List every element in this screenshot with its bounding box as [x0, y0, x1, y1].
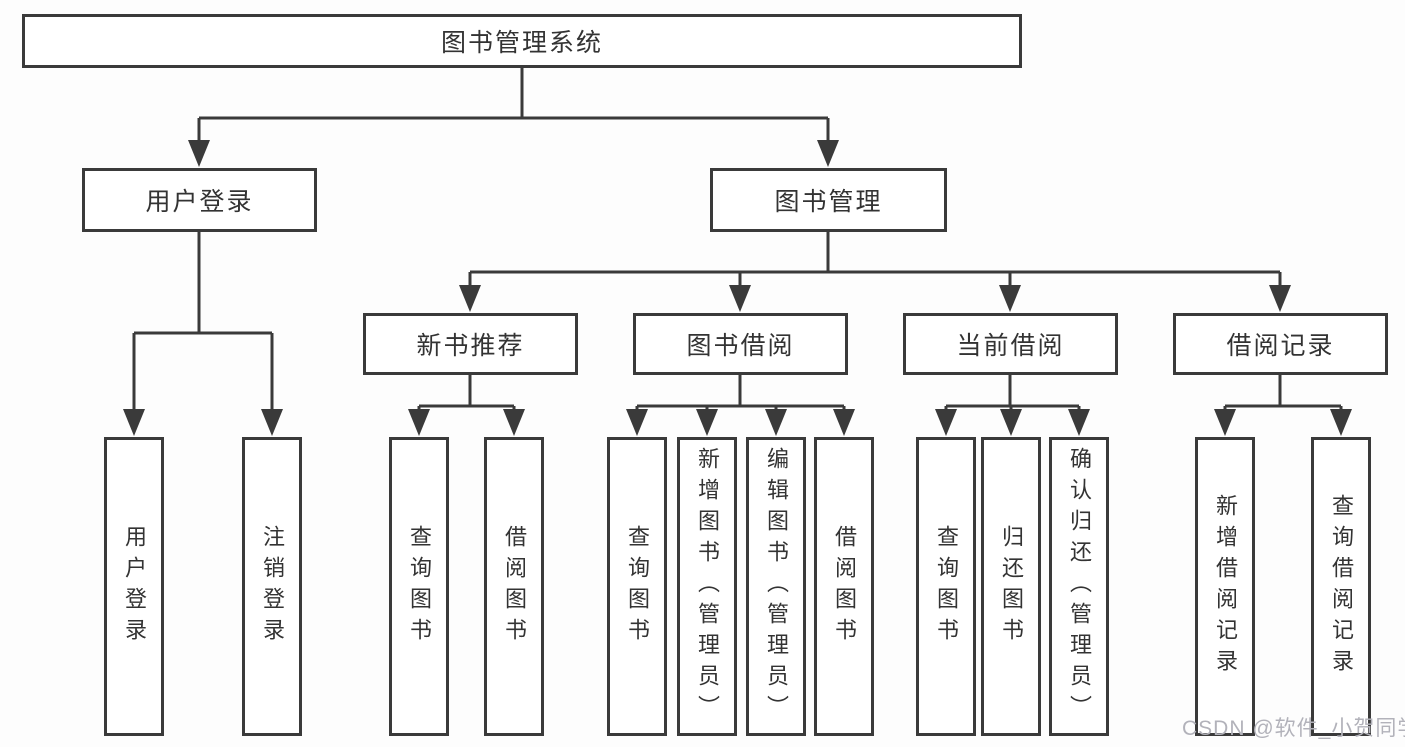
node-label: 用户登录 — [145, 188, 254, 216]
leaf-user-login: 用户登录 — [104, 437, 164, 736]
node-label: 图书管理系统 — [440, 29, 603, 57]
node-user-login: 用户登录 — [82, 168, 317, 232]
leaf-query-borrow-record: 查询借阅记录 — [1311, 437, 1371, 736]
leaf-logout: 注销登录 — [242, 437, 302, 736]
node-label: 用户登录 — [122, 524, 147, 649]
leaf-return-book: 归还图书 — [981, 437, 1041, 736]
leaf-add-borrow-record: 新增借阅记录 — [1195, 437, 1255, 736]
node-label: 借阅图书 — [502, 524, 527, 649]
leaf-confirm-return-admin: 确认归还（管理员） — [1049, 437, 1109, 736]
node-label: 图书借阅 — [686, 332, 795, 360]
node-label: 查询借阅记录 — [1329, 493, 1354, 680]
leaf-borrow-book: 借阅图书 — [814, 437, 874, 736]
node-label: 查询图书 — [407, 524, 432, 649]
leaf-borrow-book-recommend: 借阅图书 — [484, 437, 544, 736]
node-label: 编辑图书（管理员） — [764, 447, 789, 726]
node-label: 查询图书 — [934, 524, 959, 649]
node-label: 图书管理 — [774, 188, 883, 216]
node-label: 借阅图书 — [832, 524, 857, 649]
node-label: 注销登录 — [260, 524, 285, 649]
leaf-query-book-current: 查询图书 — [916, 437, 976, 736]
node-book-management: 图书管理 — [710, 168, 947, 232]
node-label: 确认归还（管理员） — [1067, 447, 1092, 726]
node-label: 当前借阅 — [956, 332, 1065, 360]
leaf-edit-book-admin: 编辑图书（管理员） — [746, 437, 806, 736]
node-new-book-recommend: 新书推荐 — [363, 313, 578, 375]
watermark: CSDN @软件_小贺同学 — [1182, 717, 1405, 740]
leaf-add-book-admin: 新增图书（管理员） — [677, 437, 737, 736]
leaf-query-book-borrow: 查询图书 — [607, 437, 667, 736]
node-label: 查询图书 — [625, 524, 650, 649]
node-label: 新书推荐 — [416, 332, 525, 360]
node-label: 新增图书（管理员） — [695, 447, 720, 726]
node-library-management-system: 图书管理系统 — [22, 14, 1022, 68]
node-current-borrow: 当前借阅 — [903, 313, 1118, 375]
leaf-query-book-recommend: 查询图书 — [389, 437, 449, 736]
node-label: 归还图书 — [999, 524, 1024, 649]
node-borrow-records: 借阅记录 — [1173, 313, 1388, 375]
node-label: 借阅记录 — [1226, 332, 1335, 360]
node-label: 新增借阅记录 — [1213, 493, 1238, 680]
node-book-borrow: 图书借阅 — [633, 313, 848, 375]
